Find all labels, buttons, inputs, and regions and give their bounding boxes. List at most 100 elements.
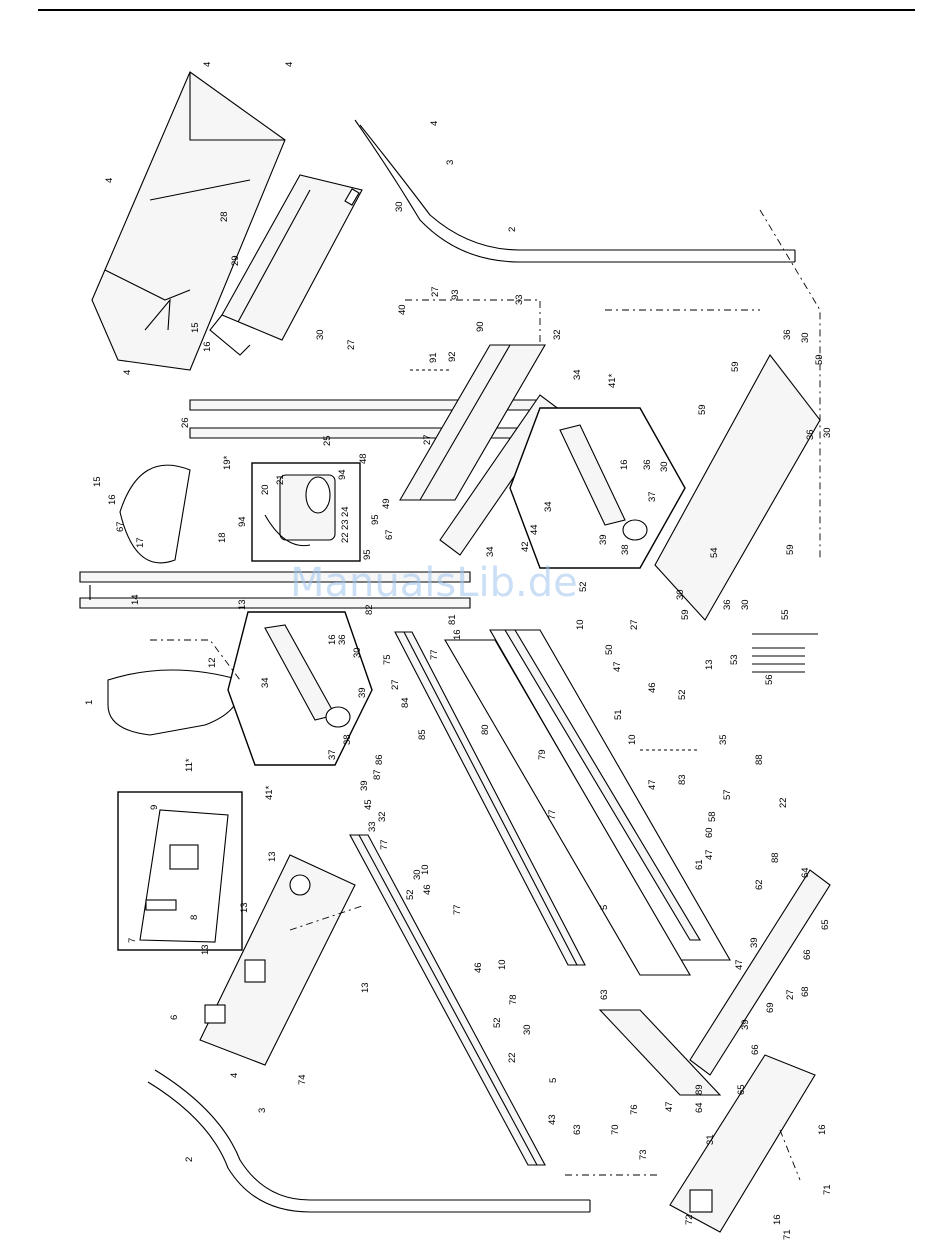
callout-4a: 4	[202, 62, 213, 67]
callout-10b: 10	[627, 734, 638, 745]
callout-30c: 30	[800, 332, 811, 343]
callout-37b: 37	[327, 749, 338, 760]
callout-95b: 95	[362, 549, 373, 560]
callout-67b: 67	[384, 529, 395, 540]
callout-33a: 33	[514, 294, 525, 305]
callout-77a: 77	[429, 649, 440, 660]
callout-46c: 46	[473, 962, 484, 973]
callout-68: 68	[800, 986, 811, 997]
callout-28: 28	[219, 211, 230, 222]
callout-84: 84	[400, 697, 411, 708]
callout-58: 58	[707, 811, 718, 822]
callout-47d: 47	[734, 959, 745, 970]
callout-10d: 10	[497, 959, 508, 970]
callout-6: 6	[169, 1015, 180, 1020]
callout-37a: 37	[647, 491, 658, 502]
callout-89: 89	[694, 1084, 705, 1095]
callout-16c: 16	[327, 634, 338, 645]
hood-bracket	[209, 174, 363, 356]
callout-13f: 13	[704, 659, 715, 670]
callout-62: 62	[754, 879, 765, 890]
callout-22a: 22	[340, 532, 351, 543]
lower-handrail	[147, 1069, 591, 1213]
callout-36c: 36	[642, 459, 653, 470]
callout-36b: 36	[805, 429, 816, 440]
callout-30b: 30	[315, 329, 326, 340]
callout-27b: 27	[346, 339, 357, 350]
callout-66a: 66	[802, 949, 813, 960]
callout-22b: 22	[778, 797, 789, 808]
callout-56: 56	[764, 674, 775, 685]
callout-83: 83	[677, 774, 688, 785]
deck-rails	[349, 631, 586, 1166]
callout-23: 23	[340, 519, 351, 530]
callout-35: 35	[718, 734, 729, 745]
callout-39c: 39	[359, 780, 370, 791]
callout-32b: 32	[377, 811, 388, 822]
callout-1: 1	[84, 700, 95, 705]
upper-handrail	[354, 119, 796, 263]
callout-22c: 22	[507, 1052, 518, 1063]
callout-13b: 13	[267, 851, 278, 862]
drive-belt	[119, 464, 191, 564]
callout-85: 85	[417, 729, 428, 740]
callout-30g: 30	[675, 589, 686, 600]
callout-2a: 2	[507, 227, 518, 232]
callout-71a: 71	[822, 1184, 833, 1195]
callout-92: 92	[447, 351, 458, 362]
callout-59e: 59	[680, 609, 691, 620]
callout-75: 75	[382, 654, 393, 665]
callout-77c: 77	[379, 839, 390, 850]
callout-95a: 95	[370, 514, 381, 525]
callout-20: 20	[260, 484, 271, 495]
callout-39e: 39	[740, 1019, 751, 1030]
callout-79: 79	[537, 749, 548, 760]
callout-94a: 94	[337, 469, 348, 480]
callout-52a: 52	[578, 581, 589, 592]
callout-47e: 47	[664, 1101, 675, 1112]
callout-47a: 47	[612, 661, 623, 672]
callout-48: 48	[358, 453, 369, 464]
callout-40: 40	[397, 304, 408, 315]
callout-15a: 15	[92, 476, 103, 487]
callout-11: 11*	[184, 758, 195, 772]
callout-36d: 36	[337, 634, 348, 645]
callout-53: 53	[729, 654, 740, 665]
callout-16e: 16	[452, 629, 463, 640]
callout-34d: 34	[260, 677, 271, 688]
callout-36a: 36	[782, 329, 793, 340]
callout-16d: 16	[619, 459, 630, 470]
callout-17: 17	[135, 537, 146, 548]
callout-21: 21	[275, 474, 286, 485]
callout-87: 87	[372, 769, 383, 780]
callout-78: 78	[508, 994, 519, 1005]
callout-16a: 16	[107, 494, 118, 505]
callout-16g: 16	[772, 1214, 783, 1225]
callout-4d: 4	[104, 178, 115, 183]
callout-72: 72	[684, 1214, 695, 1225]
callout-67a: 67	[115, 521, 126, 532]
callout-63b: 63	[572, 1124, 583, 1135]
callout-59d: 59	[785, 544, 796, 555]
callout-46b: 46	[422, 884, 433, 895]
callout-90: 90	[475, 321, 486, 332]
callout-27c: 27	[422, 434, 433, 445]
callout-10a: 10	[575, 619, 586, 630]
callout-64a: 64	[800, 867, 811, 878]
callout-16b: 16	[202, 341, 213, 352]
callout-73: 73	[638, 1149, 649, 1160]
callout-14: 14	[130, 594, 141, 605]
callout-13d: 13	[200, 944, 211, 955]
callout-41a: 41*	[264, 785, 275, 800]
callout-52b: 52	[677, 689, 688, 700]
callout-39d: 39	[749, 937, 760, 948]
callout-39a: 39	[598, 534, 609, 545]
callout-64b: 64	[694, 1102, 705, 1113]
callout-94b: 94	[237, 516, 248, 527]
console-overlay	[139, 809, 229, 943]
callout-34a: 34	[572, 369, 583, 380]
callout-60: 60	[704, 827, 715, 838]
callout-10c: 10	[420, 864, 431, 875]
callout-5b: 5	[548, 1078, 559, 1083]
motor-hood	[91, 71, 286, 371]
